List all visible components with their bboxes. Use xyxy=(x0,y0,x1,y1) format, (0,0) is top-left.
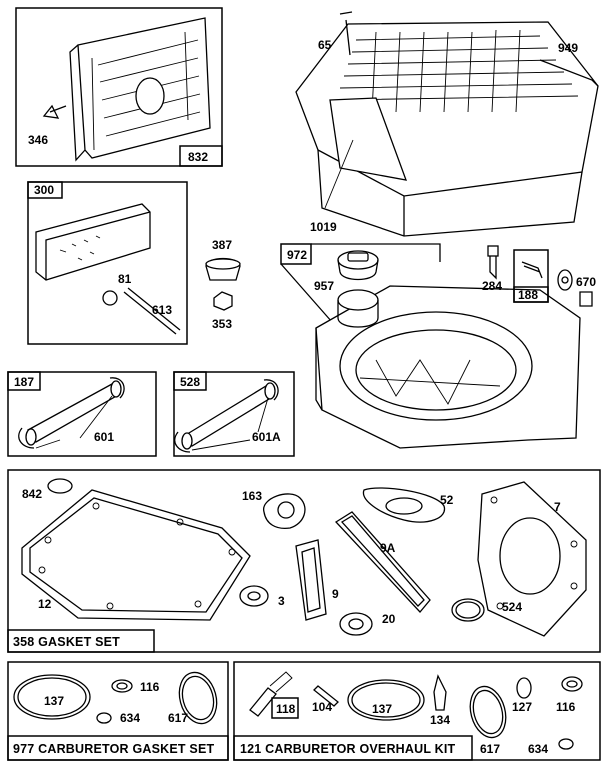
part-label-137-carb-gasket: 137 xyxy=(44,694,64,708)
part-label-116-carb-gasket: 116 xyxy=(140,680,160,694)
kit-label-carb-gasket-set: 977 CARBURETOR GASKET SET xyxy=(13,742,214,756)
part-label-52: 52 xyxy=(440,493,454,507)
screw-188-drawing xyxy=(513,249,593,307)
part-label-7: 7 xyxy=(554,500,561,514)
part-label-12: 12 xyxy=(38,597,52,611)
tube-601a-drawing xyxy=(173,371,295,457)
part-label-601: 601 xyxy=(94,430,114,444)
part-label-601A: 601A xyxy=(252,430,281,444)
part-label-972: 972 xyxy=(287,248,307,262)
part-label-163: 163 xyxy=(242,489,262,503)
part-label-949: 949 xyxy=(558,41,578,55)
part-label-65: 65 xyxy=(318,38,332,52)
part-label-613: 613 xyxy=(152,303,172,317)
carb-overhaul-kit-drawing xyxy=(233,661,601,761)
kit-label-carb-overhaul-kit: 121 CARBURETOR OVERHAUL KIT xyxy=(240,742,456,756)
part-label-524: 524 xyxy=(502,600,522,614)
tube-601-drawing xyxy=(7,371,157,457)
screw-284-drawing xyxy=(487,245,499,280)
part-label-188: 188 xyxy=(518,288,538,302)
muffler-guard-drawing xyxy=(15,7,223,167)
part-label-528: 528 xyxy=(180,375,200,389)
muffler-drawing xyxy=(27,181,188,345)
part-label-137-carb-overhaul: 137 xyxy=(372,702,392,716)
part-label-116-carb-overhaul: 116 xyxy=(556,700,576,714)
part-label-353: 353 xyxy=(212,317,232,331)
part-label-104: 104 xyxy=(312,700,332,714)
part-label-346: 346 xyxy=(28,133,48,147)
part-label-617-carb-gasket: 617 xyxy=(168,711,188,725)
part-label-300: 300 xyxy=(34,183,54,197)
part-label-670: 670 xyxy=(576,275,596,289)
part-label-118: 118 xyxy=(276,702,296,716)
part-label-617-carb-overhaul: 617 xyxy=(480,742,500,756)
part-label-832: 832 xyxy=(188,150,208,164)
part-label-9: 9 xyxy=(332,587,339,601)
part-label-634-carb-overhaul: 634 xyxy=(528,742,548,756)
fuel-tank-drawing xyxy=(280,243,581,449)
part-label-842: 842 xyxy=(22,487,42,501)
part-label-127: 127 xyxy=(512,700,532,714)
part-label-284: 284 xyxy=(482,279,502,293)
gasket-set-drawing xyxy=(7,469,601,653)
part-label-81: 81 xyxy=(118,272,132,286)
part-label-9A: 9A xyxy=(380,541,396,555)
carb-gasket-set-drawing xyxy=(7,661,229,761)
blower-housing-drawing xyxy=(295,11,599,237)
part-label-1019: 1019 xyxy=(310,220,337,234)
part-label-634-carb-gasket: 634 xyxy=(120,711,140,725)
part-label-134: 134 xyxy=(430,713,450,727)
part-label-387: 387 xyxy=(212,238,232,252)
kit-label-gasket-set: 358 GASKET SET xyxy=(13,635,120,649)
part-label-3: 3 xyxy=(278,594,285,608)
part-label-957: 957 xyxy=(314,279,334,293)
breather-cap-drawing xyxy=(205,257,241,311)
part-label-187: 187 xyxy=(14,375,34,389)
part-label-20: 20 xyxy=(382,612,396,626)
